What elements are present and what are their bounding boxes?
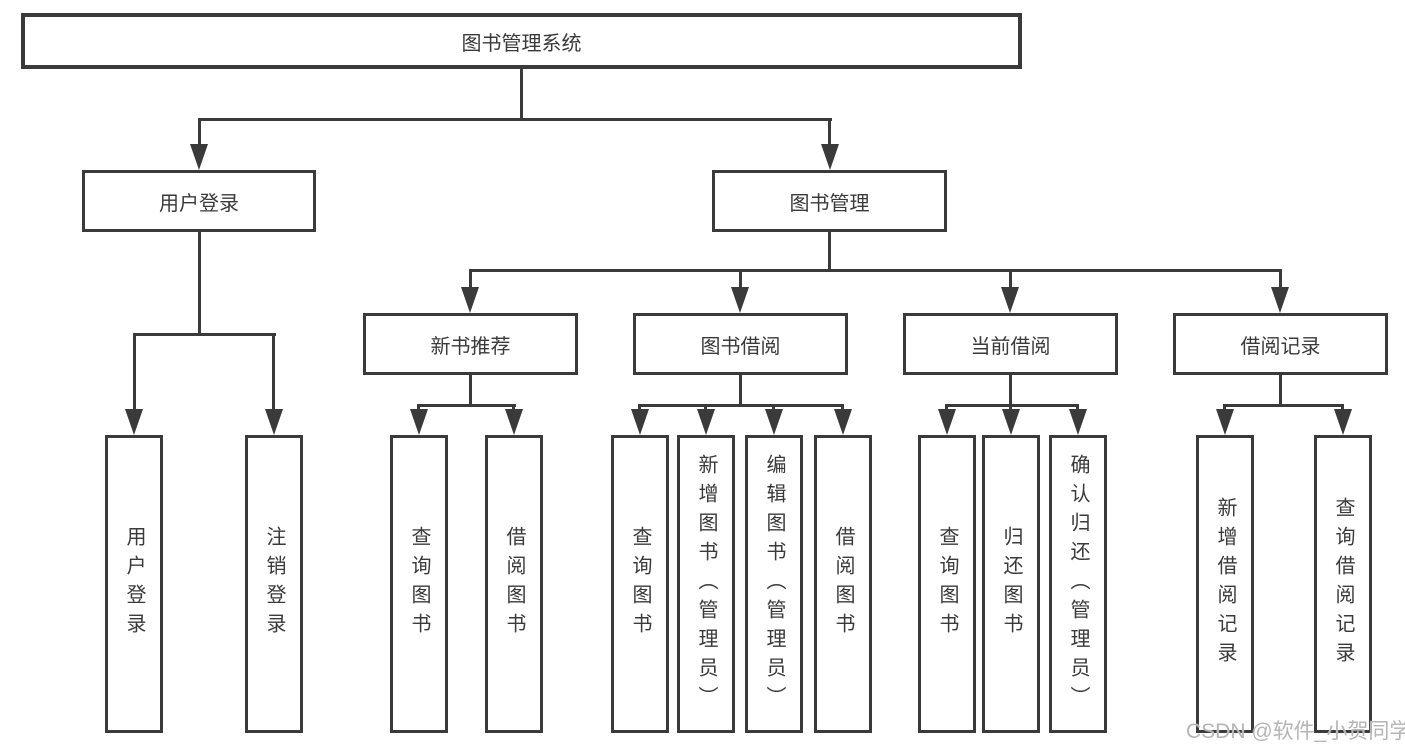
arrowhead-group2-leaf-4 [834, 409, 852, 435]
connector-user-login-stem [198, 232, 201, 335]
leaf-add-borrow-record: 新增借阅记录 [1196, 435, 1254, 733]
connector-group2-drop-2 [704, 404, 707, 413]
node-borrowing-records: 借阅记录 [1173, 313, 1388, 375]
connector-drop-current-borrow [1009, 269, 1012, 291]
leaf-borrow-books: 借阅图书 [814, 435, 872, 733]
node-label: 图书管理 [789, 192, 870, 215]
connector-group2-stem [739, 375, 742, 406]
leaf-label: 新增借阅记录 [1214, 497, 1236, 671]
node-label: 新书推荐 [430, 335, 511, 358]
connector-book-management-stem [828, 232, 831, 272]
connector-drop-book-management [828, 118, 831, 150]
connector-group4-drop-2 [1341, 404, 1344, 413]
arrowhead-borrow-records [1271, 287, 1289, 313]
leaf-add-books-admin: 新增图书（管理员） [677, 435, 735, 733]
leaf-label: 查询借阅记录 [1332, 497, 1354, 671]
connector-group1-rail [417, 404, 516, 407]
leaf-label: 编辑图书（管理员） [763, 453, 785, 715]
leaf-label: 确认归还（管理员） [1067, 453, 1089, 715]
node-label: 用户登录 [159, 192, 239, 215]
connector-group3-drop-3 [1076, 404, 1079, 413]
arrowhead-new-book [461, 287, 479, 313]
csdn-watermark: CSDN @软件_小贺同学 [1186, 720, 1405, 743]
arrowhead-group3-leaf-1 [938, 409, 956, 435]
node-label: 图书借阅 [700, 335, 781, 358]
arrowhead-book-management [821, 144, 839, 170]
leaf-borrow-books-recommend: 借阅图书 [485, 435, 543, 733]
leaf-query-books-borrow: 查询图书 [611, 435, 669, 733]
arrowhead-group3-leaf-3 [1069, 409, 1087, 435]
node-label: 图书管理系统 [461, 32, 582, 55]
arrowhead-group1-leaf-1 [410, 409, 428, 435]
node-library-management-system: 图书管理系统 [21, 13, 1022, 69]
connector-book-management-rail [469, 269, 1282, 272]
leaf-label: 新增图书（管理员） [695, 453, 717, 715]
connector-group3-stem [1009, 375, 1012, 406]
leaf-edit-books-admin: 编辑图书（管理员） [745, 435, 803, 733]
leaf-label: 借阅图书 [832, 526, 854, 642]
leaf-label: 查询图书 [629, 526, 651, 642]
leaf-logout: 注销登录 [245, 435, 303, 733]
connector-group4-drop-1 [1223, 404, 1226, 413]
leaf-label: 用户登录 [123, 526, 145, 642]
leaf-query-books-recommend: 查询图书 [390, 435, 448, 733]
arrowhead-leaf-user-login [125, 409, 143, 435]
connector-group3-rail [945, 404, 1079, 407]
leaf-query-books-current: 查询图书 [918, 435, 976, 733]
leaf-confirm-return-admin: 确认归还（管理员） [1049, 435, 1107, 733]
connector-group3-drop-1 [945, 404, 948, 413]
node-user-login: 用户登录 [82, 170, 316, 232]
arrowhead-group1-leaf-2 [505, 409, 523, 435]
node-book-borrowing: 图书借阅 [633, 313, 848, 375]
leaf-label: 查询图书 [408, 526, 430, 642]
connector-group1-drop-2 [512, 404, 515, 413]
node-new-book-recommendation: 新书推荐 [363, 313, 578, 375]
leaf-label: 归还图书 [1000, 526, 1022, 642]
node-label: 当前借阅 [970, 335, 1051, 358]
leaf-label: 注销登录 [263, 526, 285, 642]
leaf-return-books: 归还图书 [982, 435, 1040, 733]
node-current-borrowing: 当前借阅 [903, 313, 1118, 375]
connector-group1-stem [469, 375, 472, 406]
connector-group3-drop-2 [1009, 404, 1012, 413]
connector-group2-drop-3 [772, 404, 775, 413]
connector-user-login-rail [133, 333, 276, 336]
arrowhead-group3-leaf-2 [1002, 409, 1020, 435]
node-label: 借阅记录 [1240, 335, 1321, 358]
connector-group2-rail [638, 404, 844, 407]
leaf-label: 查询图书 [936, 526, 958, 642]
connector-root-rail [198, 118, 832, 121]
arrowhead-leaf-logout [265, 409, 283, 435]
connector-drop-leaf-user-login [133, 333, 136, 413]
arrowhead-group4-leaf-1 [1216, 409, 1234, 435]
arrowhead-group2-leaf-1 [631, 409, 649, 435]
connector-group4-stem [1279, 375, 1282, 406]
connector-drop-new-book [469, 269, 472, 291]
arrowhead-group4-leaf-2 [1334, 409, 1352, 435]
arrowhead-current-borrow [1001, 287, 1019, 313]
connector-group2-drop-4 [841, 404, 844, 413]
connector-drop-borrow-records [1279, 269, 1282, 291]
connector-drop-leaf-logout [272, 333, 275, 413]
arrowhead-user-login [190, 144, 208, 170]
connector-root-stem [520, 68, 523, 120]
connector-group4-rail [1223, 404, 1344, 407]
connector-group1-drop-1 [417, 404, 420, 413]
leaf-label: 借阅图书 [503, 526, 525, 642]
arrowhead-group2-leaf-3 [765, 409, 783, 435]
leaf-user-login: 用户登录 [105, 435, 163, 733]
connector-drop-book-borrow [739, 269, 742, 291]
node-book-management: 图书管理 [712, 170, 947, 232]
connector-group2-drop-1 [638, 404, 641, 413]
arrowhead-book-borrow [731, 287, 749, 313]
leaf-query-borrow-record: 查询借阅记录 [1314, 435, 1372, 733]
arrowhead-group2-leaf-2 [697, 409, 715, 435]
connector-drop-user-login [198, 118, 201, 150]
